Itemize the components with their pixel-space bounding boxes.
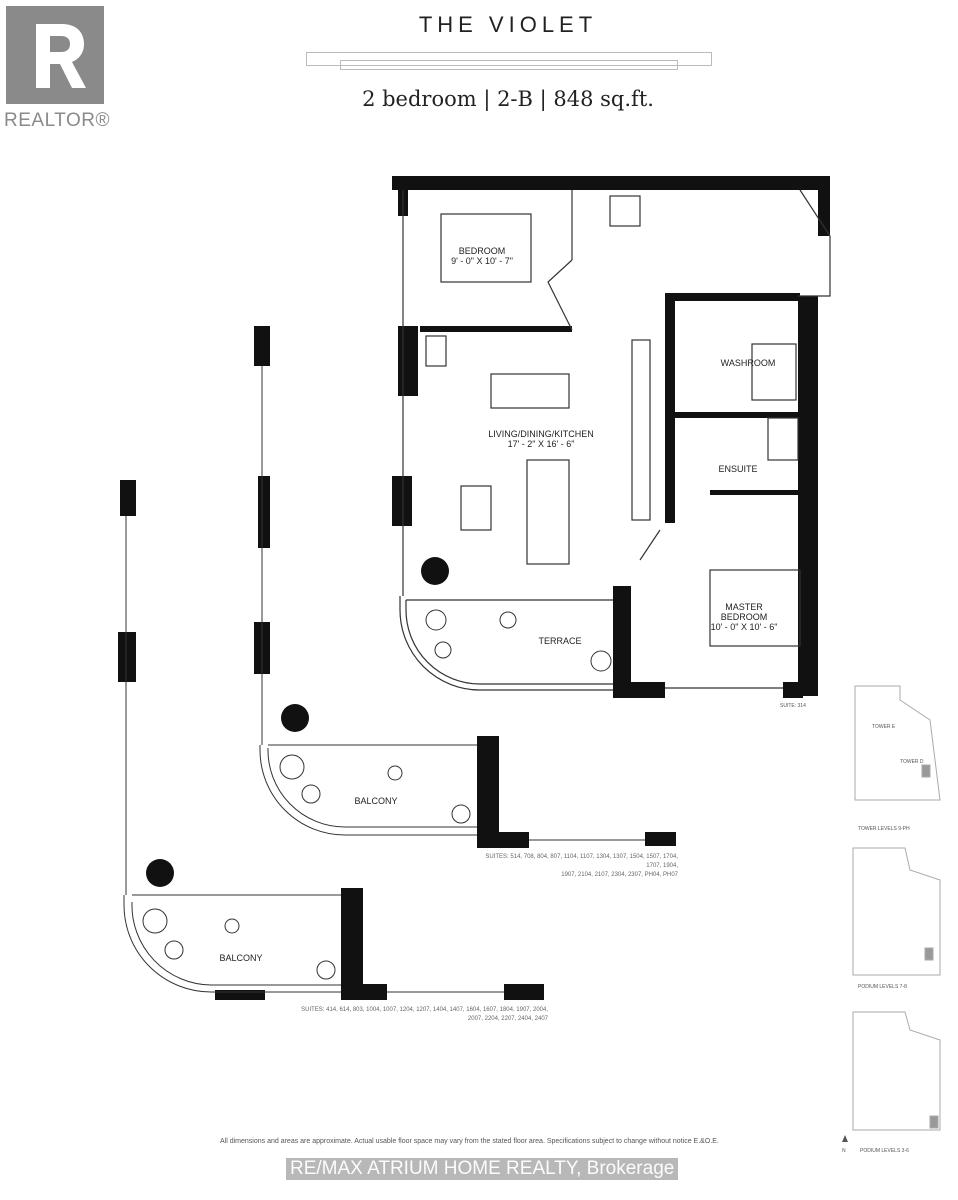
wall-bath <box>665 293 675 523</box>
suites-lower-line-2: 2007, 2204, 2207, 2404, 2407 <box>467 1016 548 1022</box>
north-arrow-icon <box>842 1135 848 1142</box>
kitchen-counter <box>631 339 651 521</box>
key-plan-2 <box>852 847 941 976</box>
plant-icon <box>434 641 452 659</box>
bedroom-label: BEDROOM <box>459 246 506 256</box>
master-label-2: BEDROOM <box>721 612 768 622</box>
washroom-label: WASHROOM <box>721 358 776 368</box>
suites-lower-line-1: SUITES: 414, 614, 803, 1004, 1007, 1204,… <box>301 1007 548 1013</box>
title-divider-inner <box>340 60 678 70</box>
key-plan-3 <box>852 1011 941 1131</box>
key-plan-2-highlight <box>924 947 934 961</box>
wall-segment <box>665 412 800 418</box>
key-plan-1-highlight <box>921 764 931 778</box>
suites-upper-line-2: 1907, 2104, 2107, 2304, 2307, PH04, PH07 <box>561 872 678 878</box>
coffee-table-icon <box>460 485 492 531</box>
master-dims: 10' - 0" X 10' - 6" <box>711 622 778 632</box>
balcony-1-label: BALCONY <box>354 796 397 806</box>
realtor-r-icon <box>6 6 104 104</box>
living-dims: 17' - 2" X 16' - 6" <box>508 439 575 449</box>
bathtub-icon <box>767 417 799 461</box>
unit-summary: 2 bedroom | 2-B | 848 sq.ft. <box>362 87 654 111</box>
wall-segment <box>818 176 830 236</box>
ensuite-label: ENSUITE <box>718 464 757 474</box>
dining-table-icon <box>490 373 570 409</box>
page-title: THE VIOLET <box>418 12 598 37</box>
door-swing <box>639 529 661 561</box>
balcony-variant-2 <box>118 480 544 1000</box>
title-divider <box>306 52 712 66</box>
shower-icon <box>751 343 797 401</box>
wall-segment <box>665 293 800 301</box>
plant-icon <box>590 650 612 672</box>
plant-icon <box>425 609 447 631</box>
key-tower-d: TOWER D <box>900 759 924 765</box>
wall-right <box>798 296 818 696</box>
wall-segment <box>613 682 665 698</box>
wall-segment <box>710 490 800 495</box>
terrace-outline <box>399 596 613 691</box>
wall-left-pier <box>398 326 418 396</box>
key-plan-1-label: TOWER LEVELS 9-PH <box>858 826 910 832</box>
mech-box <box>609 195 641 227</box>
key-plan-1 <box>854 685 941 801</box>
brokerage-watermark: RE/MAX ATRIUM HOME REALTY, Brokerage <box>286 1158 679 1180</box>
wall-top <box>392 176 830 190</box>
entry-door <box>798 189 831 297</box>
suites-list-upper: SUITES: 514, 708, 804, 807, 1104, 1107, … <box>470 853 678 880</box>
key-plan-2-label: PODIUM LEVELS 7-8 <box>858 984 907 990</box>
bedroom-dims: 9' - 0" X 10' - 7" <box>451 256 513 266</box>
bed-icon <box>440 213 532 283</box>
living-label: LIVING/DINING/KITCHEN <box>488 429 594 439</box>
sofa-icon <box>526 459 570 565</box>
wall-segment <box>420 326 572 332</box>
wall-terrace-end <box>613 586 631 698</box>
logo-text: REALTOR® <box>4 110 110 131</box>
table-icon <box>499 611 517 629</box>
north-arrow-label: N <box>842 1148 846 1154</box>
key-plans <box>852 685 941 1131</box>
master-label-1: MASTER <box>725 602 763 612</box>
disclaimer: All dimensions and areas are approximate… <box>220 1138 719 1145</box>
terrace-label: TERRACE <box>538 636 581 646</box>
terrace-inner <box>405 600 613 685</box>
key-plan-3-highlight <box>929 1115 939 1129</box>
suites-upper-line-1: SUITES: 514, 708, 804, 807, 1104, 1107, … <box>485 854 678 869</box>
master-bed-icon <box>709 569 801 647</box>
suite-label: SUITE: 314 <box>780 703 806 709</box>
door-swing <box>547 259 573 331</box>
key-plan-3-label: PODIUM LEVELS 3-6 <box>860 1148 909 1154</box>
suites-list-lower: SUITES: 414, 614, 803, 1004, 1007, 1204,… <box>300 1006 548 1024</box>
column-icon <box>421 557 449 585</box>
balcony-2-label: BALCONY <box>219 953 262 963</box>
wall-segment <box>392 476 412 526</box>
balcony-variant-1 <box>254 326 676 848</box>
realtor-logo: REALTOR® <box>4 6 110 131</box>
key-tower-e: TOWER E <box>872 724 896 730</box>
mech-box <box>425 335 447 367</box>
